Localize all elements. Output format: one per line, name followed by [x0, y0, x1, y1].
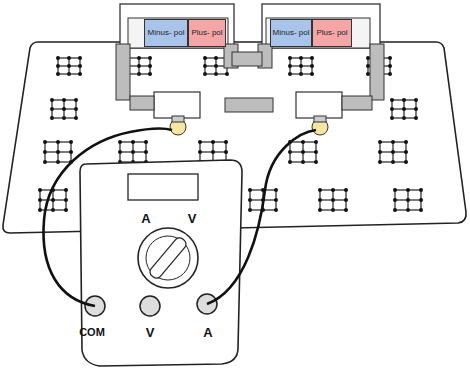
dot-grid: [288, 140, 318, 164]
dial-label: V: [188, 211, 197, 226]
dot-grid: [43, 140, 73, 164]
battery-pole: Plus- pol: [312, 19, 352, 47]
wire-com: [43, 129, 172, 306]
dot-grid: [118, 140, 148, 164]
dot-grid: [390, 98, 418, 120]
jack-label: A: [203, 325, 212, 340]
wire-a: [207, 130, 316, 304]
connector-block: [225, 98, 273, 112]
battery-holder-right: [258, 4, 384, 100]
jack-label: COM: [79, 326, 105, 338]
multimeter: [80, 160, 242, 366]
bulb-right: [296, 92, 372, 135]
dot-grid: [393, 188, 423, 212]
battery-pole: Minus- pol: [144, 19, 188, 47]
dot-grid: [56, 56, 82, 76]
battery-holder-left: [116, 4, 238, 100]
pole-label: Plus- pol: [314, 29, 350, 37]
dot-grid: [318, 188, 348, 212]
battery-pole: Minus- pol: [270, 19, 312, 47]
dot-grid: [288, 56, 314, 76]
pole-label: Plus- pol: [190, 29, 224, 37]
dial-label: A: [141, 211, 150, 226]
pole-label: Minus- pol: [146, 29, 186, 37]
jack-label: V: [146, 325, 155, 340]
dot-grid: [50, 98, 78, 120]
pole-label: Minus- pol: [272, 29, 310, 37]
battery-pole: Plus- pol: [188, 19, 226, 47]
connector-block: [232, 52, 262, 66]
dot-grid: [378, 140, 408, 164]
dot-grid: [38, 188, 68, 212]
